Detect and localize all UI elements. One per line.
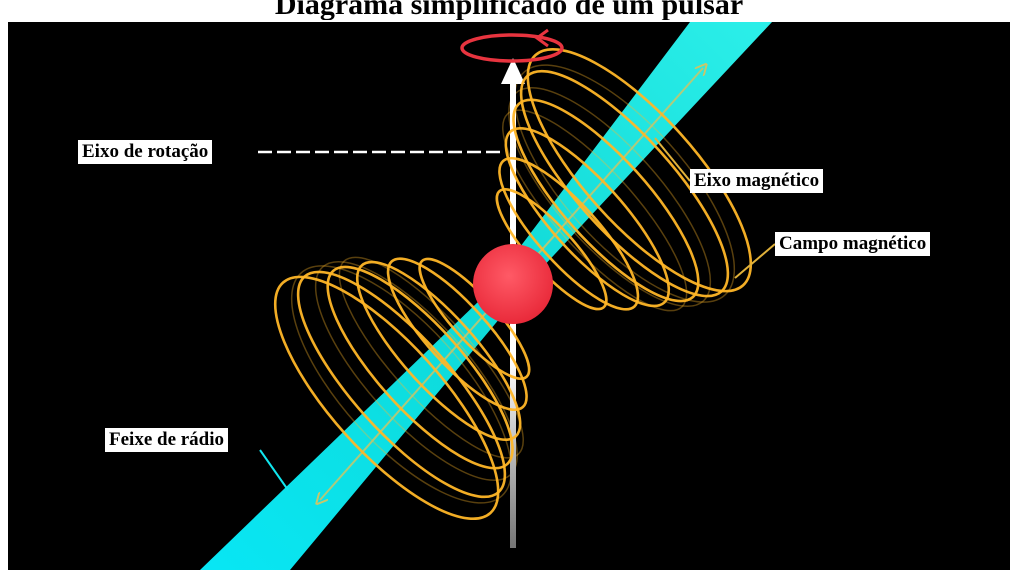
field-line-upper-4 <box>498 156 640 311</box>
magnetic-field-leader <box>734 243 776 279</box>
field-line-lower-3 <box>355 260 522 441</box>
magnetic-axis-leader <box>654 137 691 182</box>
field-line-upper-0 <box>526 47 753 293</box>
rotation-direction-arrow <box>460 33 564 63</box>
field-line-lower-1 <box>296 270 507 499</box>
field-line-upper-1 <box>519 69 730 298</box>
magnetic-field-label: Campo magnético <box>775 232 931 256</box>
field-line-upper-3 <box>504 127 671 308</box>
pulsar-star <box>473 244 553 324</box>
magnetic-axis-label: Eixo magnético <box>690 169 824 193</box>
radio-beam-leader <box>259 449 289 491</box>
field-line-upper-2 <box>512 98 700 303</box>
field-line-lower-0 <box>273 275 500 521</box>
rotation-axis-label: Eixo de rotação <box>78 140 213 164</box>
rotation-arrow-head <box>534 28 549 48</box>
radio-beam-label: Feixe de rádio <box>105 428 229 452</box>
page-title: Diagrama simplificado de um pulsar <box>274 0 744 20</box>
rotation-axis-arrowhead <box>501 58 525 84</box>
field-line-lower-2 <box>326 265 514 470</box>
field-line-lower-4 <box>386 257 528 412</box>
